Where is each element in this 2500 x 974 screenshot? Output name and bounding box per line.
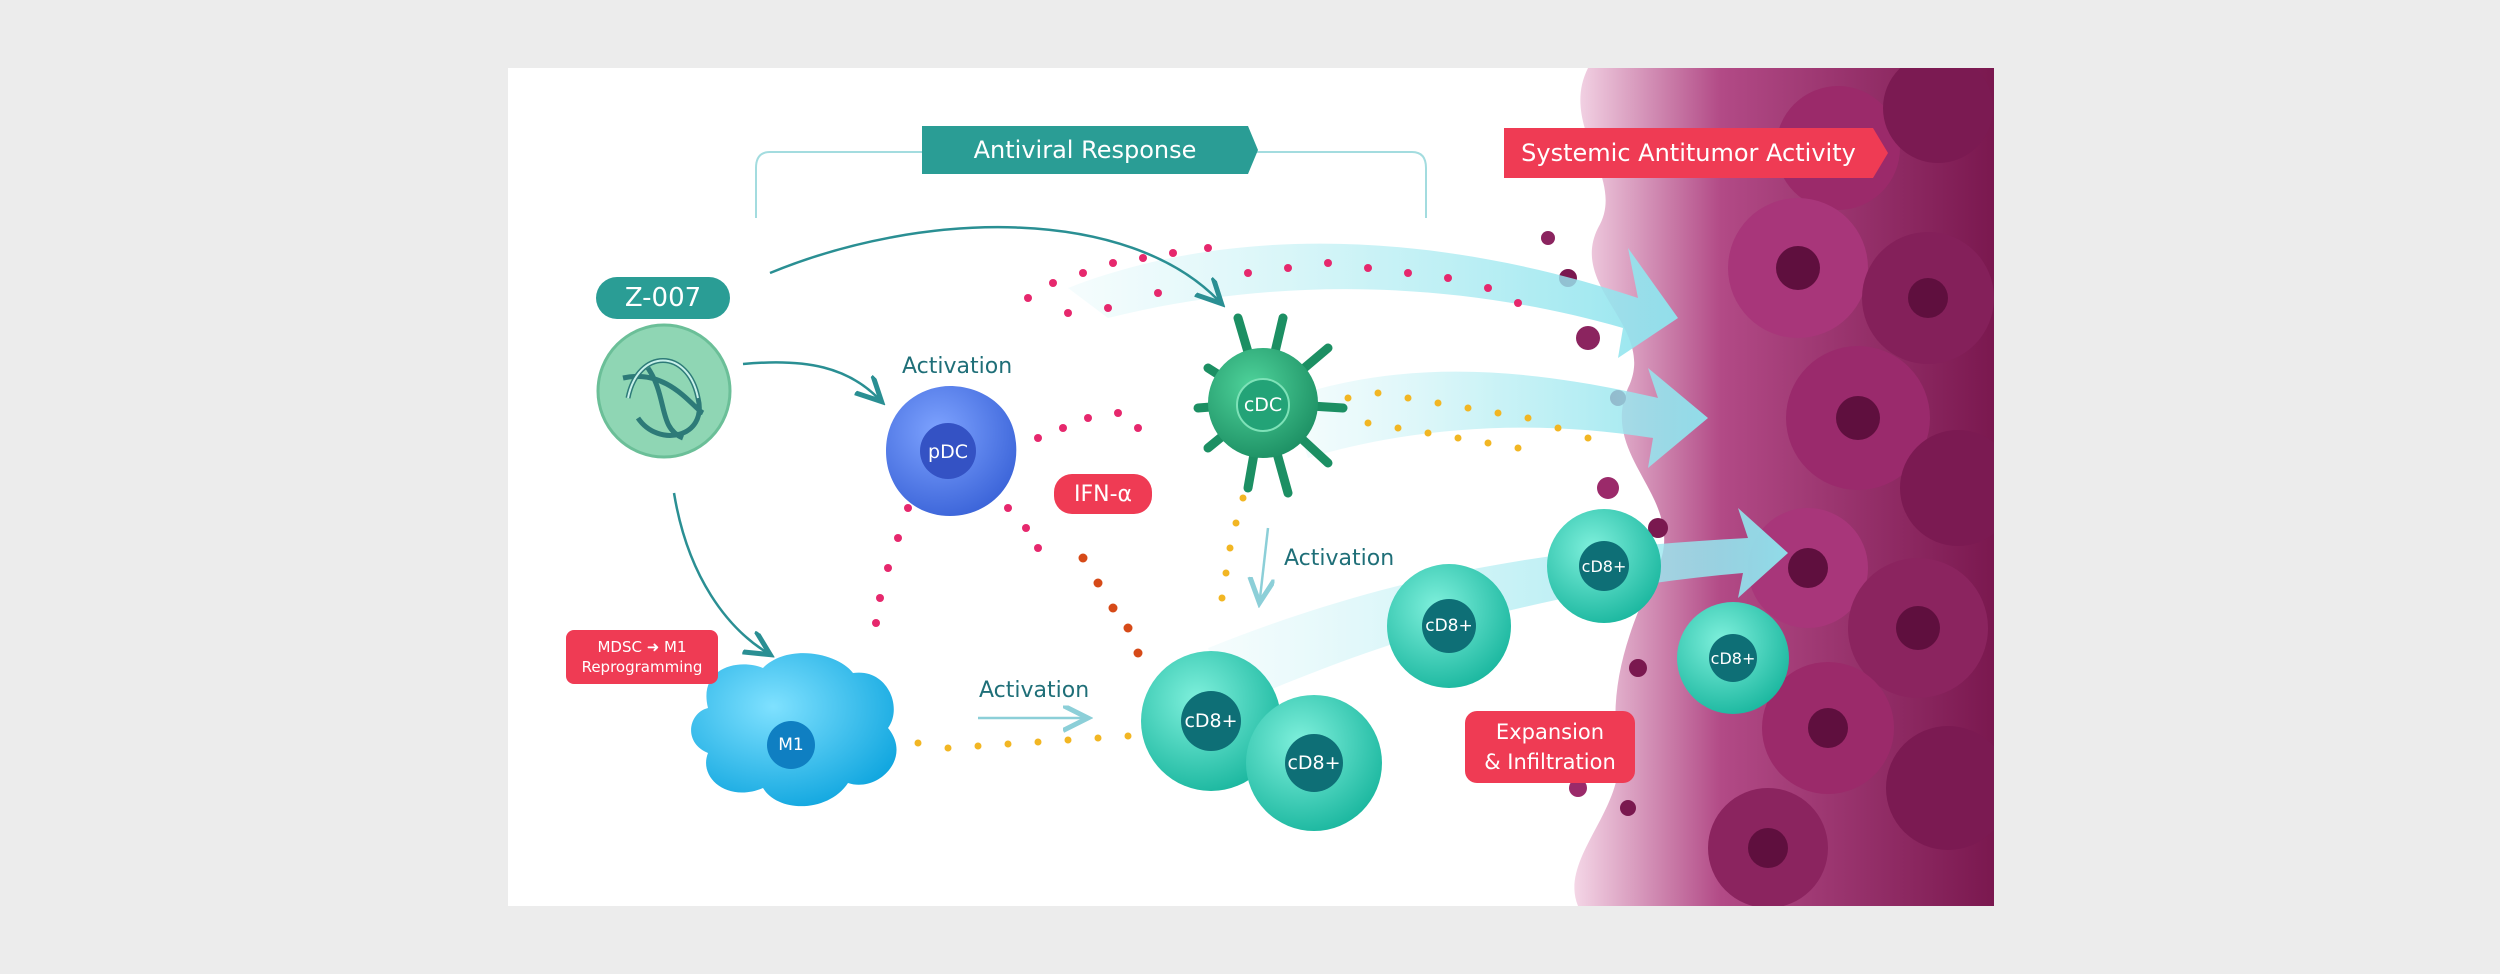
expansion-tag-line1: Expansion [1495,720,1605,744]
expansion-infiltration-tag: Expansion & Infiltration [1465,711,1635,783]
systemic-banner-shape [1504,128,1888,178]
ifn-alpha-tag: IFN-α [1054,474,1152,514]
cd8-label-4: cD8+ [1581,556,1627,576]
cd8-cell-2 [1246,695,1382,831]
cd8-cell-4 [1547,509,1661,623]
arrow-cdc-to-cd8 [1260,527,1268,598]
mdsc-tag-line2: Reprogramming [581,658,703,676]
cd8-label-2: cD8+ [1287,752,1341,774]
m1-cell [691,653,897,807]
yellow-dots [914,389,1592,752]
beam-upper [1068,243,1678,358]
cd8-cell-5 [1677,602,1789,714]
diagram-canvas: Antiviral Response Systemic Antitumor Ac… [508,68,1994,906]
beam-middle [1288,368,1708,468]
z007-label: Z-007 [596,277,730,319]
arrow-z007-to-cdc [769,226,1218,300]
orange-dots [1078,553,1143,658]
tumor-mass [1541,68,1994,906]
diagram-scene [596,68,1994,906]
m1-label: M1 [778,735,804,755]
cd8-cell-1 [1141,651,1281,791]
z007-particle [596,323,732,459]
mdsc-reprogramming-tag: MDSC ➜ M1 Reprogramming [566,630,718,684]
expansion-tag-line2: & Infiltration [1484,750,1616,774]
ifn-dots [872,244,1522,627]
cd8-label-3: cD8+ [1425,616,1473,636]
cd8-label-1: cD8+ [1184,710,1238,732]
activation-label-cdc: Activation [1284,546,1395,571]
cdc-cell [1193,313,1348,498]
systemic-banner: Systemic Antitumor Activity [1521,139,1856,167]
cdc-label: cDC [1243,394,1283,416]
antiviral-banner-shape [922,126,1258,174]
cd8-cell-3 [1387,564,1511,688]
activation-label-m1: Activation [979,678,1090,703]
pdc-label: pDC [928,441,968,463]
mdsc-tag-line1: MDSC ➜ M1 [597,638,687,656]
activation-label-pdc: Activation [902,354,1013,379]
arrow-z007-to-pdc [742,361,878,398]
cd8-label-5: cD8+ [1710,648,1756,668]
antiviral-banner: Antiviral Response [973,136,1197,164]
arrow-z007-to-m1 [672,492,766,652]
pdc-cell [886,386,1017,516]
